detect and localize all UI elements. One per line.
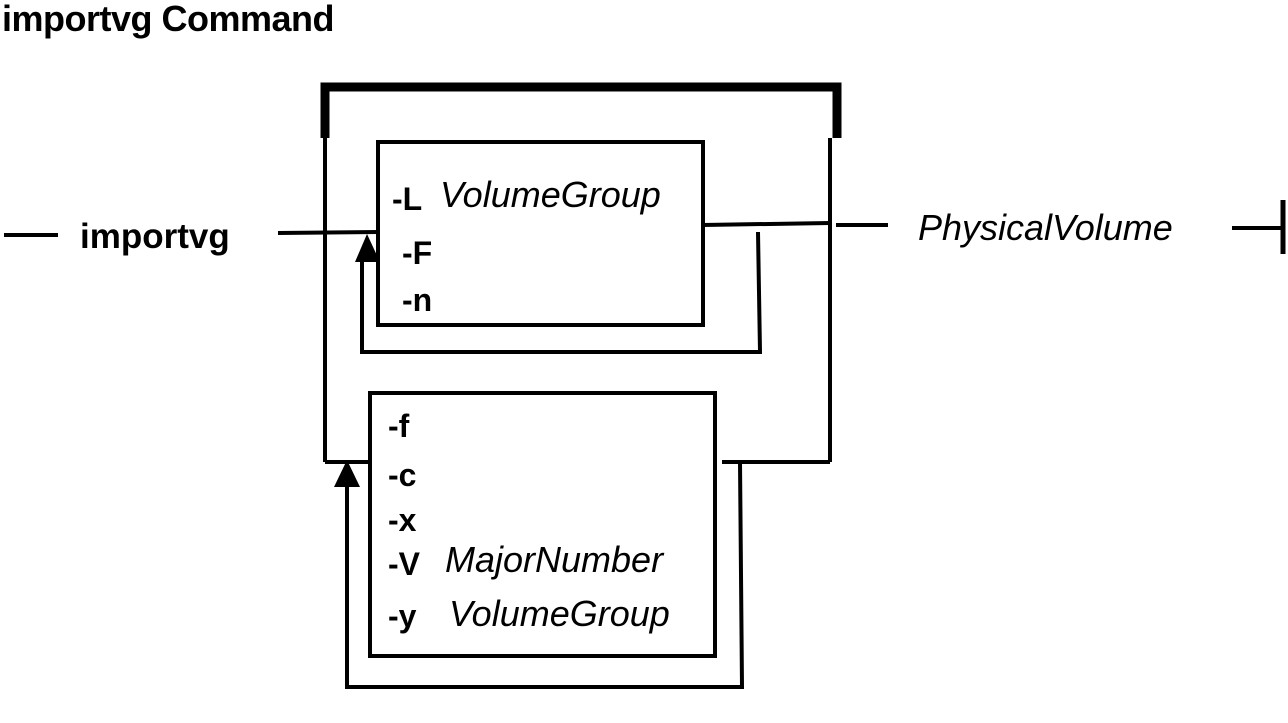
group1-flag: -F [402,235,433,271]
group2-arg: MajorNumber [445,539,664,580]
group2-flag: -x [388,502,417,538]
group1-flag: -n [402,282,433,318]
group2-repeat-arrow-icon [334,460,360,487]
group2-flag: -y [388,598,417,634]
group1-flag: -L [392,181,423,217]
group1-repeat-arrow-icon [355,234,380,262]
diagram-title: importvg Command [2,0,335,39]
group2-flag: -f [388,408,410,444]
group2-repeat-loop [345,461,745,689]
operand-physical-volume: PhysicalVolume [918,207,1173,248]
group1-repeat-loop [360,231,763,354]
group1-box [376,140,705,327]
command-name: importvg [80,217,230,256]
outer-frame-top [320,82,842,138]
group2-box [368,391,717,658]
group2-flag: -c [388,457,417,493]
group2-flag: -V [388,546,420,582]
group2-arg: VolumeGroup [449,593,670,634]
group1-arg: VolumeGroup [440,174,661,215]
group1-exit-line [702,221,831,227]
main-line-left [277,230,379,235]
